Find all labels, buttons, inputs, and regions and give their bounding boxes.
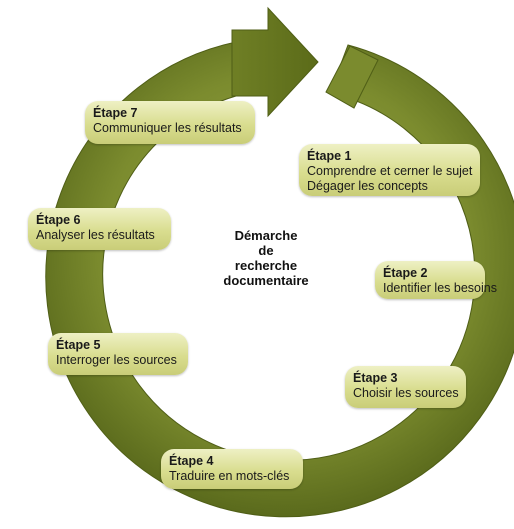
step-box-5: Étape 5 Interroger les sources [48, 333, 188, 375]
step-box-6: Étape 6 Analyser les résultats [28, 208, 171, 250]
step-text: Choisir les sources [353, 386, 459, 400]
step-title: Étape 3 [353, 371, 398, 385]
step-title: Étape 1 [307, 149, 352, 163]
step-box-4: Étape 4 Traduire en mots-clés [161, 449, 303, 489]
step-title: Étape 5 [56, 338, 101, 352]
step-text: Traduire en mots-clés [169, 469, 290, 483]
step-title: Étape 6 [36, 213, 81, 227]
cycle-arrow-head [231, 6, 319, 118]
step-box-3: Étape 3 Choisir les sources [345, 366, 466, 408]
step-text: Comprendre et cerner le sujet [307, 164, 473, 178]
step-title: Étape 4 [169, 454, 214, 468]
step-title: Étape 7 [93, 106, 138, 120]
center-label: Démarche de recherche documentaire [207, 228, 325, 288]
center-label-line: documentaire [223, 273, 309, 288]
step-text: Interroger les sources [56, 353, 177, 367]
step-text: Identifier les besoins [383, 281, 497, 295]
center-label-line: de [258, 243, 274, 258]
cycle-arrow-tail [325, 45, 379, 109]
step-text: Analyser les résultats [36, 228, 155, 242]
step-box-2: Étape 2 Identifier les besoins [375, 261, 497, 299]
step-box-7: Étape 7 Communiquer les résultats [85, 101, 255, 144]
center-label-line: Démarche [234, 228, 298, 243]
step-box-1: Étape 1 Comprendre et cerner le sujet Dé… [299, 144, 480, 196]
step-text: Dégager les concepts [307, 179, 428, 193]
step-title: Étape 2 [383, 266, 428, 280]
center-label-line: recherche [234, 258, 298, 273]
step-text: Communiquer les résultats [93, 121, 242, 135]
